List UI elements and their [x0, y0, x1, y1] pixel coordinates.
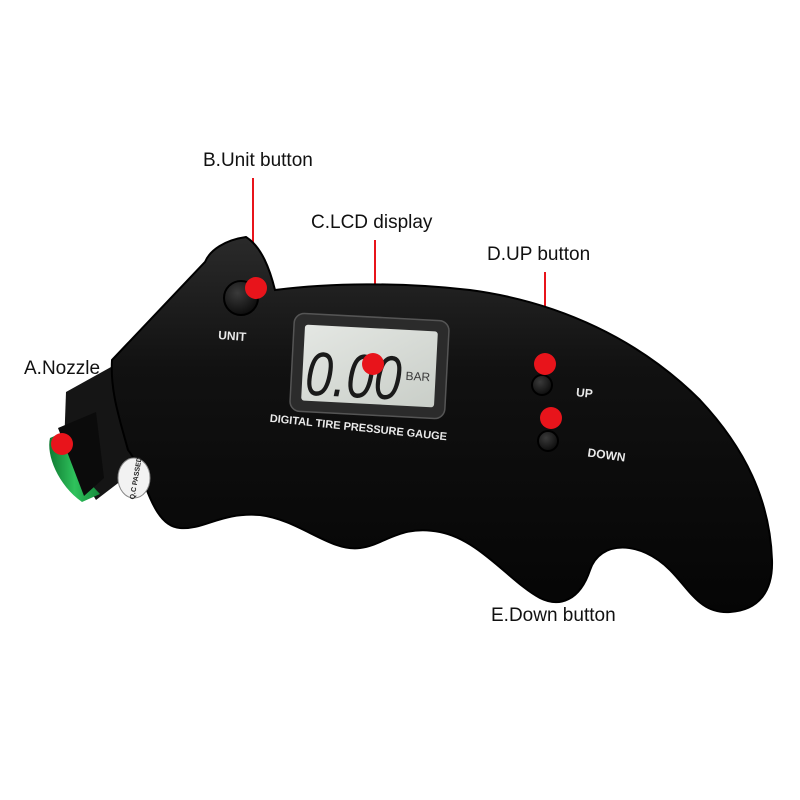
- nozzle-callout-dot: [51, 433, 73, 455]
- up-button-label[interactable]: UP: [575, 385, 593, 401]
- unit-button-label: UNIT: [218, 328, 248, 344]
- unit-callout-dot: [245, 277, 267, 299]
- up-button[interactable]: [531, 374, 553, 396]
- lcd-display-callout-label: C.LCD display: [311, 212, 433, 233]
- nozzle-callout-label: A.Nozzle: [24, 358, 101, 379]
- up-callout-dot: [534, 353, 556, 375]
- lcd-callout-dot: [362, 353, 384, 375]
- down-button-callout-label: E.Down button: [491, 605, 616, 626]
- up-button-callout-label: D.UP button: [487, 244, 591, 265]
- unit-button-callout-label: B.Unit button: [203, 150, 313, 171]
- qc-sticker: Q.C PASSED: [117, 457, 151, 500]
- lcd-unit: BAR: [405, 369, 431, 384]
- lcd-reading: 0.00: [304, 340, 403, 414]
- down-button-label[interactable]: DOWN: [587, 445, 627, 464]
- down-callout-dot: [540, 407, 562, 429]
- down-button[interactable]: [537, 430, 559, 452]
- gauge-body: [110, 235, 774, 614]
